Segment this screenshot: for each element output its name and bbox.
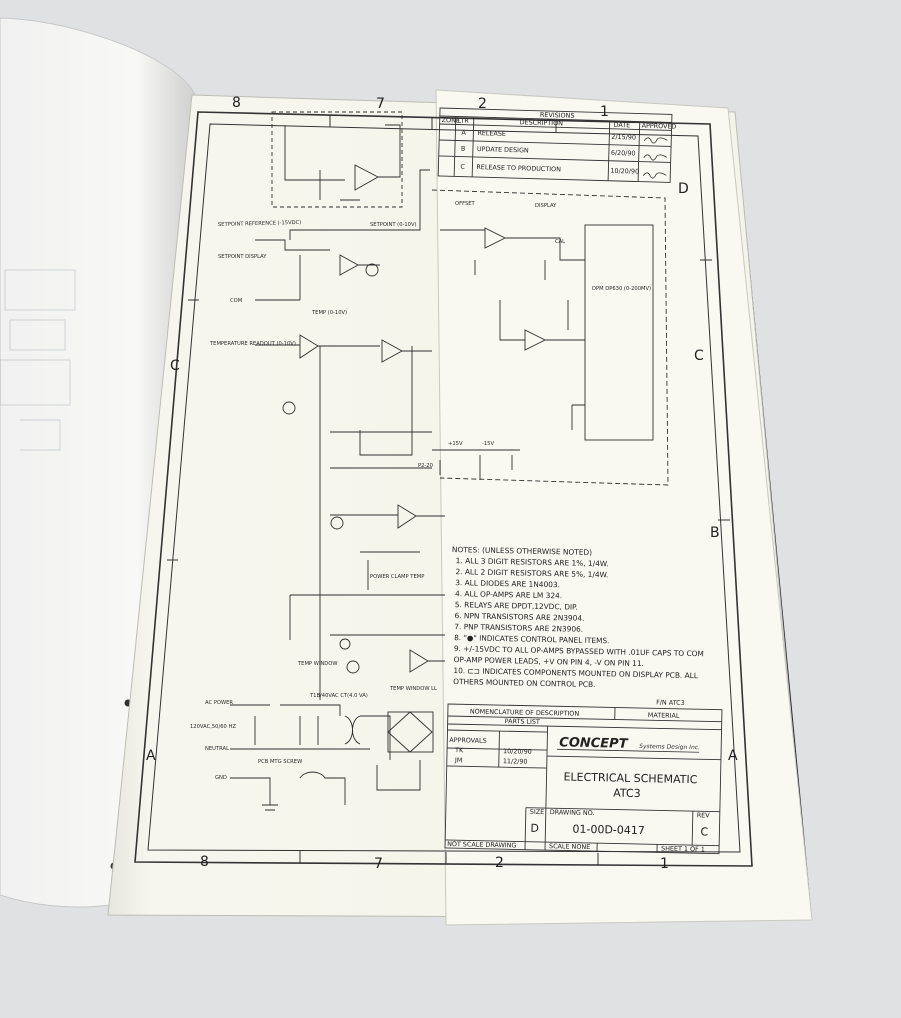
zone-top-7: 7 (376, 96, 385, 112)
zone-right-a: A (728, 748, 738, 764)
zone-top-2: 2 (478, 96, 487, 112)
setpoint-display-label: SETPOINT DISPLAY (218, 254, 267, 260)
drawing-number: 01-00D-0417 (572, 823, 645, 838)
schematic-sheet (107, 89, 813, 926)
rev-header-desc: DESCRIPTION (520, 118, 564, 127)
rev-value: C (700, 825, 708, 838)
note-8: 8. "●" INDICATES CONTROL PANEL ITEMS. (454, 633, 610, 645)
parts-list-label: PARTS LIST (505, 717, 540, 726)
transformer-label: T1B/40VAC CT(4.0 VA) (309, 693, 368, 699)
note-5: 5. RELAYS ARE DPDT,12VDC, DIP. (455, 600, 578, 612)
zone-bottom-8: 8 (200, 854, 209, 870)
rev-row-b-desc: UPDATE DESIGN (477, 145, 529, 154)
notes-heading: NOTES: (UNLESS OTHERWISE NOTED) (452, 545, 592, 557)
approver-1: TK (454, 746, 464, 754)
rev-header-approved: APPROVED (642, 122, 677, 131)
zone-left-c: C (170, 358, 180, 374)
fn-label: F/N ATC3 (656, 698, 685, 707)
approval-signatures (642, 137, 668, 179)
rev-row-b-date: 6/20/90 (611, 149, 636, 158)
revisions-title: REVISIONS (540, 111, 575, 120)
company-logo: CONCEPT Systems Design Inc. (557, 735, 700, 753)
zone-right-c: C (694, 348, 704, 364)
cal-label: CAL (555, 239, 565, 245)
note-2: 2. ALL 2 DIGIT RESISTORS ARE 5%, 1/4W. (455, 567, 608, 579)
rev-row-c-desc: RELEASE TO PRODUCTION (476, 163, 561, 173)
note-9-cont: OP-AMP POWER LEADS, +V ON PIN 4, -V ON P… (454, 655, 644, 668)
note-6: 6. NPN TRANSISTORS ARE 2N3904. (454, 611, 584, 623)
note-3: 3. ALL DIODES ARE 1N4003. (455, 578, 560, 589)
scale-value: SCALE NONE (549, 842, 590, 851)
p2-20-label: P2-20 (418, 463, 433, 469)
schematic-wiring (230, 111, 669, 811)
zone-bottom-2: 2 (495, 855, 504, 871)
rev-header-date: DATE (614, 121, 631, 129)
size-label: SIZE (530, 808, 545, 816)
scale-note: NOT SCALE DRAWING (447, 840, 517, 849)
rev-row-a-date: 2/15/90 (611, 133, 636, 142)
rev-header-ltr: LTR (458, 117, 470, 125)
note-10-cont: OTHERS MOUNTED ON CONTROL PCB. (453, 677, 595, 689)
nomenclature-label: NOMENCLATURE OF DESCRIPTION (470, 707, 580, 717)
rev-row-c-date: 10/20/90 (610, 167, 639, 176)
zone-labels: 8 7 2 1 8 7 2 1 C A D C B A (146, 95, 738, 872)
temp-label: TEMP (0-10V) (311, 310, 347, 316)
approvals-label: APPROVALS (449, 736, 487, 745)
rev-row-a-desc: RELEASE (477, 129, 506, 138)
zone-bottom-1: 1 (660, 856, 669, 872)
zone-top-1: 1 (600, 104, 609, 120)
ac-power-label: AC POWER (205, 700, 233, 706)
title-block: F/N ATC3 NOMENCLATURE OF DESCRIPTION MAT… (444, 698, 723, 855)
note-1: 1. ALL 3 DIGIT RESISTORS ARE 1%, 1/4W. (456, 556, 609, 568)
offset-label: OFFSET (455, 201, 476, 207)
vac-label: 120VAC,50/60 HZ (190, 724, 236, 730)
approver-1-date: 10/20/90 (503, 747, 532, 756)
rev-header-zone: ZONE (442, 116, 460, 125)
setpoint-reference-label: SETPOINT REFERENCE (-15VDC) (218, 220, 301, 228)
zone-top-8: 8 (232, 95, 241, 111)
pcb-mtg-label: PCB MTG SCREW (258, 759, 302, 765)
revisions-table: REVISIONS ZONE LTR DESCRIPTION DATE APPR… (437, 107, 677, 183)
power-clamp-temp-label: POWER CLAMP TEMP (370, 574, 424, 580)
material-label: MATERIAL (648, 711, 680, 720)
rev-row-a-ltr: A (461, 129, 466, 137)
approver-2-date: 11/2/90 (503, 757, 528, 766)
notes-block: NOTES: (UNLESS OTHERWISE NOTED) 1. ALL 3… (452, 545, 704, 689)
gnd-label: GND (215, 775, 227, 781)
temp-window-ll-label: TEMP WINDOW LL (389, 686, 437, 692)
zone-bottom-7: 7 (374, 856, 383, 872)
note-4: 4. ALL OP-AMPS ARE LM 324. (455, 589, 562, 600)
company-subtitle: Systems Design Inc. (639, 743, 700, 751)
drawing-title-line1: ELECTRICAL SCHEMATIC (563, 770, 697, 786)
approver-2: JM (454, 756, 463, 764)
schematic-labels: SETPOINT REFERENCE (-15VDC) SETPOINT DIS… (190, 201, 651, 781)
company-name: CONCEPT (559, 735, 629, 751)
display-label: DISPLAY (535, 203, 557, 209)
zone-left-a: A (146, 748, 156, 764)
note-7: 7. PNP TRANSISTORS ARE 2N3906. (454, 622, 583, 634)
setpoint-label: SETPOINT (0-10V) (370, 222, 417, 228)
rev-row-b-ltr: B (461, 145, 466, 153)
rev-label: REV (697, 811, 711, 819)
rev-row-c-ltr: C (460, 163, 465, 171)
drawing-title-line2: ATC3 (613, 786, 641, 800)
neutral-label: NEUTRAL (205, 746, 229, 752)
dpm-label: DPM DP630 (0-200MV) (592, 286, 651, 292)
temp-window-label: TEMP WINDOW (297, 661, 337, 667)
m15v-label: -15V (482, 441, 494, 447)
sheet-value: SHEET 1 OF 1 (661, 844, 705, 853)
zone-right-b: B (710, 525, 720, 541)
drawing-no-label: DRAWING NO. (550, 808, 595, 817)
zone-right-d: D (678, 181, 689, 197)
size-value: D (530, 822, 539, 835)
com-label: COM (230, 298, 242, 304)
temperature-readout-label: TEMPERATURE READOUT (0-10V) (209, 341, 296, 347)
p15v-label: +15V (448, 441, 463, 447)
